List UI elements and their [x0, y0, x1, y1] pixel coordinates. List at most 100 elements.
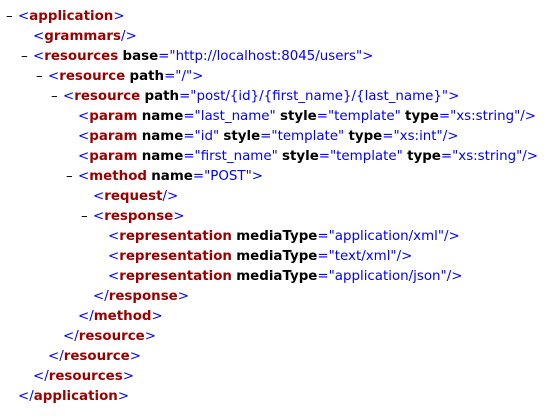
attribute-equals: =": [438, 109, 457, 124]
attribute-value: http://localhost:8045/users: [175, 49, 356, 64]
close-bracket: />: [446, 269, 463, 284]
open-bracket: <: [78, 169, 90, 184]
attribute-equals: =": [183, 129, 201, 144]
attribute-value: POST: [210, 169, 246, 184]
collapse-toggle[interactable]: –: [66, 169, 73, 184]
tag-name: param: [89, 109, 138, 124]
xml-element: <method name="POST">: [78, 167, 263, 187]
attribute-value: template: [277, 129, 339, 144]
attribute-quote: ": [185, 69, 193, 84]
open-bracket: <: [108, 249, 120, 264]
tag-name: grammars: [44, 29, 121, 44]
attribute-value: application/xml: [334, 229, 438, 244]
open-bracket: <: [108, 269, 120, 284]
attribute-value: xs:string: [458, 149, 517, 164]
attribute-value: xs:int: [399, 129, 437, 144]
close-bracket: >: [251, 169, 263, 184]
attribute-quote: ": [394, 109, 401, 124]
open-bracket: <: [63, 89, 75, 104]
open-bracket: <: [78, 129, 90, 144]
attribute-quote: ": [390, 249, 397, 264]
xml-element: <grammars/>: [33, 27, 137, 47]
attribute-quote: ": [514, 109, 521, 124]
attribute-value: application/json: [334, 269, 441, 284]
open-bracket: </: [18, 389, 34, 404]
attribute-name: style: [223, 129, 261, 144]
attribute-equals: =": [317, 269, 335, 284]
open-bracket: <: [93, 189, 105, 204]
open-bracket: </: [93, 289, 109, 304]
attribute-quote: ": [245, 169, 252, 184]
attribute-equals: =": [440, 149, 459, 164]
attribute-name: mediaType: [236, 269, 318, 284]
attribute-equals: =": [158, 49, 176, 64]
attribute-name: name: [141, 149, 184, 164]
attribute-equals: =": [164, 69, 182, 84]
tag-name: representation: [119, 269, 232, 284]
attribute-equals: =": [316, 109, 335, 124]
attribute-equals: =": [317, 249, 335, 264]
close-bracket: />: [522, 149, 539, 164]
close-bracket: />: [162, 189, 179, 204]
attribute-equals: =": [318, 149, 337, 164]
xml-element: </response>: [93, 287, 189, 307]
xml-element: <representation mediaType="text/xml"/>: [108, 247, 412, 267]
attribute-equals: =": [179, 89, 197, 104]
tag-name: resource: [59, 69, 126, 84]
collapse-toggle[interactable]: –: [21, 49, 28, 64]
close-bracket: />: [520, 109, 537, 124]
close-bracket: >: [122, 369, 134, 384]
attribute-name: type: [348, 129, 383, 144]
tag-name: response: [108, 289, 178, 304]
tag-name: application: [29, 9, 114, 24]
attribute-value: template: [336, 149, 397, 164]
attribute-value: text/xml: [334, 249, 391, 264]
xml-element: <request/>: [93, 187, 178, 207]
close-bracket: >: [151, 309, 163, 324]
close-bracket: />: [444, 229, 460, 244]
xml-element: <param name="first_name" style="template…: [78, 147, 538, 167]
attribute-quote: ": [271, 149, 278, 164]
open-bracket: <: [93, 209, 105, 224]
close-bracket: />: [396, 249, 413, 264]
attribute-value: first_name: [200, 149, 272, 164]
xml-element: </resource>: [48, 347, 141, 367]
attribute-quote: ": [338, 129, 345, 144]
tag-name: response: [104, 209, 174, 224]
attribute-name: type: [407, 149, 441, 164]
open-bracket: <: [78, 149, 90, 164]
tag-name: param: [89, 149, 138, 164]
attribute-value: post/{id}/{first_name}/{last_name}: [196, 89, 442, 104]
collapse-toggle[interactable]: –: [51, 89, 58, 104]
open-bracket: <: [48, 69, 60, 84]
tag-name: resources: [44, 49, 119, 64]
close-bracket: >: [362, 49, 374, 64]
attribute-value: last_name: [200, 109, 270, 124]
collapse-toggle[interactable]: –: [81, 209, 88, 224]
open-bracket: </: [33, 369, 49, 384]
attribute-name: type: [405, 109, 439, 124]
xml-element: <application>: [18, 7, 125, 27]
attribute-name: name: [151, 169, 193, 184]
attribute-name: path: [144, 89, 180, 104]
attribute-value: template: [334, 109, 395, 124]
close-bracket: >: [448, 89, 460, 104]
attribute-value: /: [181, 69, 186, 84]
tag-name: resource: [74, 89, 141, 104]
attribute-quote: ": [441, 89, 449, 104]
attribute-quote: ": [440, 269, 447, 284]
xml-element: <response>: [93, 207, 185, 227]
collapse-toggle[interactable]: –: [36, 69, 43, 84]
tag-name: param: [89, 129, 138, 144]
attribute-value: id: [200, 129, 213, 144]
tag-name: application: [33, 389, 118, 404]
attribute-value: xs:string: [456, 109, 515, 124]
close-bracket: >: [177, 289, 189, 304]
collapse-toggle[interactable]: –: [6, 9, 13, 24]
tag-name: resource: [63, 349, 130, 364]
close-bracket: >: [144, 329, 156, 344]
attribute-quote: ": [437, 229, 445, 244]
open-bracket: <: [33, 49, 45, 64]
attribute-name: path: [129, 69, 165, 84]
